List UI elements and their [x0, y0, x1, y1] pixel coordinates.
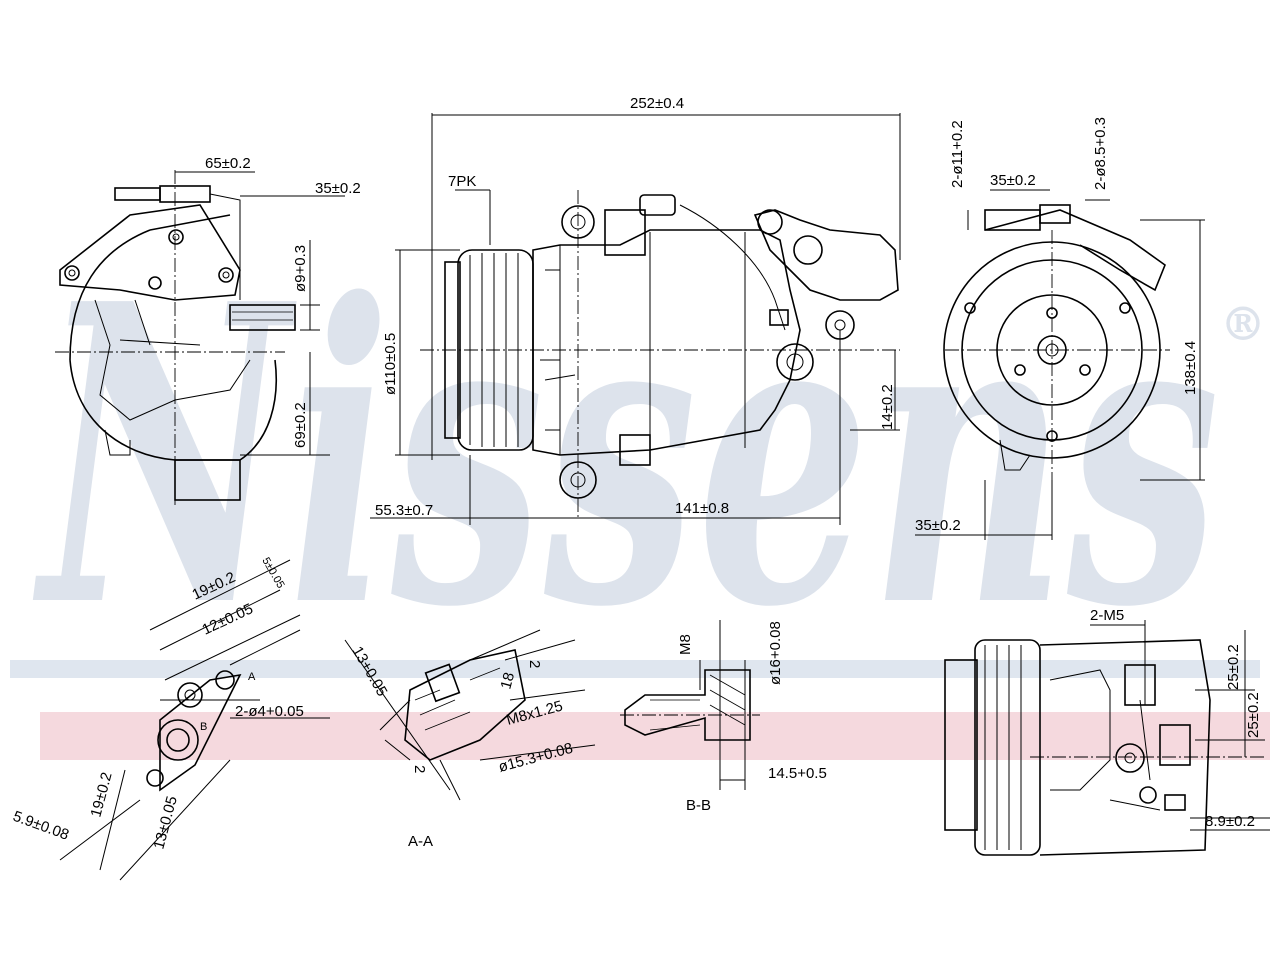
- label-7pk: 7PK: [448, 173, 476, 190]
- watermark: Nissens ®: [10, 215, 1270, 760]
- dim-2-phi4: 2-ø4+0.05: [235, 703, 304, 720]
- dim-14-5: 14.5+0.5: [768, 765, 827, 782]
- watermark-band-red: [40, 712, 1270, 760]
- dim-2-m5: 2-M5: [1090, 607, 1124, 624]
- dim-2-aa-top: 2: [526, 660, 543, 668]
- dim-141: 141±0.8: [675, 500, 729, 517]
- bottom-side-view: 2-M5 25±0.2 25±0.2 8.9±0.2: [944, 607, 1270, 856]
- dim-65: 65±0.2: [205, 155, 251, 172]
- compressor-body: [532, 229, 801, 456]
- dim-25-b: 25±0.2: [1245, 692, 1262, 738]
- dim-2-aa-bottom: 2: [411, 765, 428, 773]
- dim-14: 14±0.2: [879, 384, 896, 430]
- front-view: 65±0.2 35±0.2 ø9+0.3 69±0.2: [55, 155, 361, 505]
- section-b-b: M8 ø16+0.08 14.5+0.5 B-B: [620, 620, 827, 814]
- dim-35-front: 35±0.2: [315, 180, 361, 197]
- label-section-aa: A-A: [408, 833, 433, 850]
- dim-5-9: 5.9±0.08: [11, 808, 72, 844]
- dim-2-phi8-5: 2-ø8.5+0.3: [1092, 117, 1109, 190]
- dim-25-a: 25±0.2: [1225, 644, 1242, 690]
- dim-13-port: 13±0.05: [150, 794, 180, 851]
- dim-35-rear-top: 35±0.2: [990, 172, 1036, 189]
- dim-phi110: ø110±0.5: [382, 333, 399, 395]
- dim-252: 252±0.4: [630, 95, 684, 112]
- dim-35-rear-bottom: 35±0.2: [915, 517, 961, 534]
- watermark-band-blue: [10, 660, 1260, 678]
- dim-19-b: 19±0.2: [87, 770, 115, 819]
- dim-55-3: 55.3±0.7: [375, 502, 433, 519]
- dim-18: 18: [497, 671, 518, 692]
- dim-phi16: ø16+0.08: [767, 621, 784, 685]
- rear-view: 2-ø11+0.2 2-ø8.5+0.3 35±0.2 138±0.4 35±0…: [915, 117, 1205, 540]
- label-b: B: [200, 721, 207, 733]
- watermark-registered: ®: [1220, 297, 1266, 351]
- dim-69: 69±0.2: [292, 402, 309, 448]
- front-view-bracket: [59, 204, 241, 301]
- side-view: 252±0.4 7PK ø110±0.5 55.3±0.7 141±0.8 14…: [370, 95, 901, 525]
- label-a: A: [248, 671, 256, 683]
- label-section-bb: B-B: [686, 797, 711, 814]
- dim-138: 138±0.4: [1182, 341, 1199, 395]
- dim-8-9: 8.9±0.2: [1205, 813, 1255, 830]
- dim-2-phi11: 2-ø11+0.2: [949, 120, 966, 188]
- dim-m8-bb: M8: [677, 634, 694, 655]
- dim-phi9: ø9+0.3: [292, 245, 309, 292]
